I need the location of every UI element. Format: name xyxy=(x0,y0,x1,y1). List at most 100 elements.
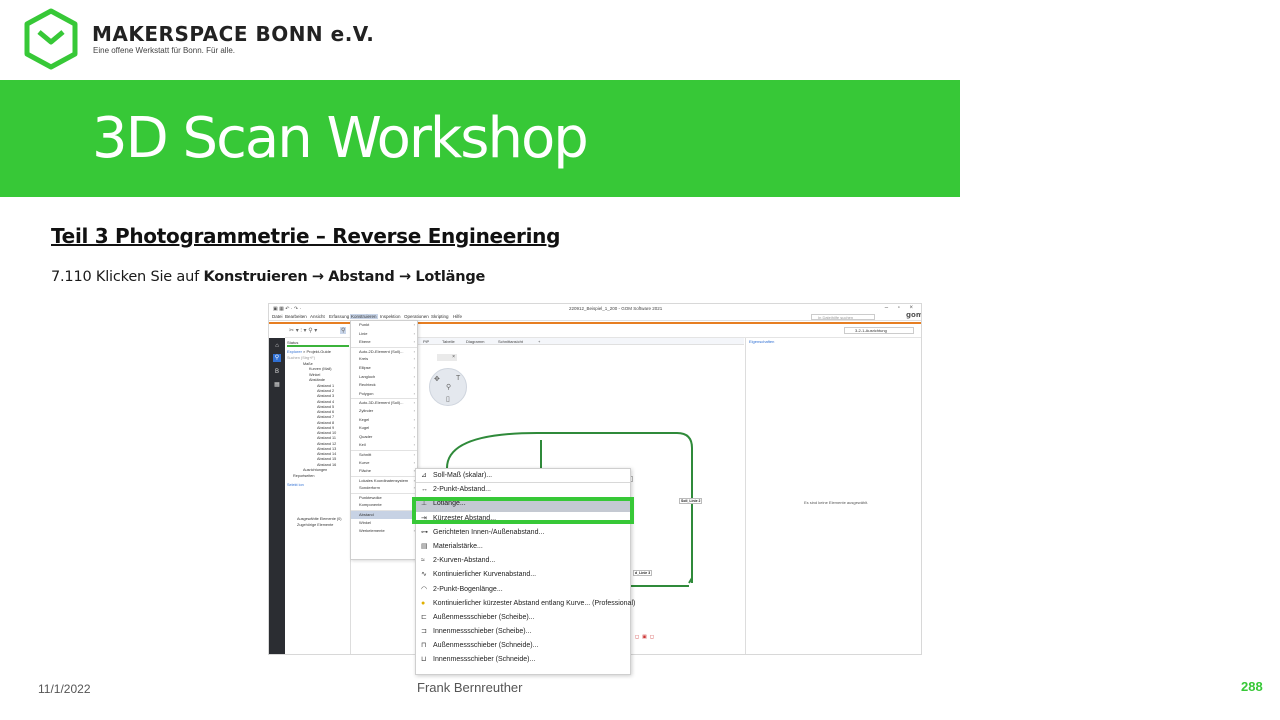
menu-item[interactable]: Kurve xyxy=(351,459,417,468)
search-tool-icon[interactable]: ⚲ xyxy=(340,327,347,334)
submenu-gerichteter-abstand[interactable]: ⊶Gerichteten Innen-/Außenabstand... xyxy=(416,526,630,540)
menu-item[interactable]: Werkelemente xyxy=(351,527,417,536)
alignment-select[interactable]: 3-2-1-Ausrichtung xyxy=(844,327,914,334)
tree-item[interactable]: Abstand 13 xyxy=(317,446,337,451)
view-buttons-icon[interactable]: ◻▣◻ xyxy=(635,634,658,640)
tree-item[interactable]: Abstände xyxy=(309,378,326,383)
menu-datei[interactable]: Datei xyxy=(272,314,283,319)
tree-item[interactable]: Abstand 2 xyxy=(317,389,335,394)
tree-item[interactable]: Abstand 14 xyxy=(317,452,337,457)
menu-item[interactable]: Punktewolke xyxy=(351,492,417,502)
menu-hilfe[interactable]: Hilfe xyxy=(453,314,463,319)
menu-item[interactable]: Kegel xyxy=(351,416,417,425)
tree-item[interactable]: Abstand 8 xyxy=(317,420,335,425)
menu-item-abstand[interactable]: Abstand xyxy=(351,510,417,519)
tree-item[interactable]: Reportseiten xyxy=(293,473,315,478)
tree-item[interactable]: Abstand 15 xyxy=(317,457,337,462)
menu-konstruieren[interactable]: Konstruieren xyxy=(350,314,378,319)
submenu-2-punkt-abstand[interactable]: ↔2-Punkt-Abstand... xyxy=(416,483,630,497)
tree-item[interactable]: Winkel xyxy=(309,372,321,377)
menu-item[interactable]: Kugel xyxy=(351,424,417,433)
tree-item[interactable]: Kurven (Mall) xyxy=(309,367,332,372)
menu-item[interactable]: Zylinder xyxy=(351,407,417,416)
element-label[interactable]: Soll_Linie 2 xyxy=(679,498,703,504)
submenu-materialstaerke[interactable]: ▤Materialstärke... xyxy=(416,540,630,554)
menu-item[interactable]: Kreis xyxy=(351,355,417,364)
menu-item[interactable]: Winkel xyxy=(351,519,417,528)
tab-projekt-guide[interactable]: Projekt-Guide xyxy=(306,349,331,354)
tree-item[interactable]: Maße xyxy=(303,361,313,366)
home-icon[interactable]: ⌂ xyxy=(275,343,279,349)
window-controls-icon[interactable]: – ▫ × xyxy=(884,305,917,311)
menu-operationen[interactable]: Operationen xyxy=(404,314,429,319)
arrow-icon: → xyxy=(398,269,411,285)
tree-item[interactable]: Abstand 10 xyxy=(317,431,337,436)
tree-item[interactable]: Abstand 1 xyxy=(317,383,335,388)
submenu-innenmessschieber-schneide[interactable]: ⊔Innenmessschieber (Schneide)... xyxy=(416,653,630,667)
menu-item[interactable]: Komponente xyxy=(351,501,417,510)
menu-item[interactable]: Linie xyxy=(351,330,417,339)
tree-item[interactable]: Abstand 12 xyxy=(317,441,337,446)
submenu-kontinuierlicher-kurvenabstand[interactable]: ∿Kontinuierlicher Kurvenabstand... xyxy=(416,568,630,582)
related-elements[interactable]: Zugehörige Elemente xyxy=(297,523,334,527)
report-icon[interactable]: B xyxy=(274,369,279,375)
tree-item[interactable]: Abstand 11 xyxy=(317,436,336,441)
menu-item[interactable]: Ellipse xyxy=(351,364,417,373)
selection-filter[interactable]: Selekt ion xyxy=(287,483,304,488)
navigation-cube-icon[interactable]: ✥ ⚲ T ▯ xyxy=(429,368,467,406)
tree-item[interactable]: Abstand 6 xyxy=(317,410,335,415)
add-tab-button[interactable]: + xyxy=(538,339,541,344)
menu-item[interactable]: Lokales Koordinatensystem xyxy=(351,475,417,485)
menu-inspektion[interactable]: Inspektion xyxy=(380,314,401,319)
menu-item[interactable]: Quader xyxy=(351,433,417,442)
tree-item[interactable]: Abstand 7 xyxy=(317,415,335,420)
tree-item[interactable]: Abstand 4 xyxy=(317,399,335,404)
tree-search-input[interactable]: Suchen (Strg+F) xyxy=(287,356,315,360)
selected-elements[interactable]: Ausgewählte Elemente (0) xyxy=(297,517,342,521)
menu-item[interactable]: Fläche xyxy=(351,467,417,476)
submenu-innenmessschieber-scheibe[interactable]: ⊐Innenmessschieber (Scheibe)... xyxy=(416,625,630,639)
tree-item[interactable]: Abstand 5 xyxy=(317,404,335,409)
menu-item[interactable]: Schnitt xyxy=(351,449,417,459)
text-icon[interactable]: T xyxy=(456,375,461,382)
menu-item[interactable]: Rechteck xyxy=(351,381,417,390)
menu-erfassung[interactable]: Erfassung xyxy=(329,314,350,319)
menu-ansicht[interactable]: Ansicht xyxy=(310,314,325,319)
tree-item[interactable]: Abstand 16 xyxy=(317,462,337,467)
tree-item[interactable]: Abstand 9 xyxy=(317,425,335,430)
menu-item[interactable]: Polygon xyxy=(351,390,417,399)
submenu-2-kurven-abstand[interactable]: ≈2-Kurven-Abstand... xyxy=(416,554,630,568)
menu-bearbeiten[interactable]: Bearbeiten xyxy=(285,314,307,319)
menu-item[interactable]: Langloch xyxy=(351,373,417,382)
menu-item[interactable]: Keil xyxy=(351,441,417,450)
grid-icon[interactable]: ▦ xyxy=(274,382,280,388)
element-label[interactable]: d_Linie 3 xyxy=(633,570,653,576)
help-search-input[interactable]: In Dateihilfe suchen xyxy=(811,314,875,320)
move-icon[interactable]: ✥ xyxy=(434,376,440,383)
brand-name: MAKERSPACE BONN e.V. xyxy=(92,22,375,46)
menu-item[interactable]: Ebene xyxy=(351,338,417,347)
menu-skripting[interactable]: Skripting xyxy=(431,314,449,319)
search-icon[interactable]: ⚲ xyxy=(273,354,281,362)
tab-explorer[interactable]: Explorer xyxy=(287,349,302,354)
close-icon[interactable]: × xyxy=(437,354,457,361)
submenu-aussenmessschieber-scheibe[interactable]: ⊏Außenmessschieber (Scheibe)... xyxy=(416,611,630,625)
menu-item[interactable]: Punkt xyxy=(351,321,417,330)
tab-diagramm[interactable]: Diagramm xyxy=(466,339,485,344)
tab-schnittansicht[interactable]: Schnittansicht xyxy=(498,339,523,344)
submenu-aussenmessschieber-schneide[interactable]: ⊓Außenmessschieber (Schneide)... xyxy=(416,639,630,653)
menu-item[interactable]: Auto-2D-Element (Soll)... xyxy=(351,346,417,356)
submenu-kuerzester-abstand[interactable]: ⇥Kürzester Abstand... xyxy=(416,512,630,526)
tree-item[interactable]: Ausrichtungen xyxy=(303,467,328,472)
tab-pip[interactable]: PiP xyxy=(423,339,430,344)
page-icon[interactable]: ▯ xyxy=(446,396,450,403)
menu-item[interactable]: Sonderform xyxy=(351,484,417,493)
tree-item[interactable]: Abstand 3 xyxy=(317,394,335,399)
zoom-icon[interactable]: ⚲ xyxy=(446,384,452,391)
tab-tabelle[interactable]: Tabelle xyxy=(442,339,455,344)
submenu-soll-mass[interactable]: ⊿Soll-Maß (skalar)... xyxy=(416,469,630,484)
tool-icon[interactable]: ✂ ▾ ⫶ ▾ ⚲ ▾ xyxy=(289,328,318,334)
submenu-kontinuierlicher-kuerzester-abstand[interactable]: ●Kontinuierlicher kürzester Abstand entl… xyxy=(416,597,635,611)
submenu-2-punkt-bogenlaenge[interactable]: ◠2-Punkt-Bogenlänge... xyxy=(416,583,630,597)
menu-item[interactable]: Auto-3D-Element (Soll)... xyxy=(351,398,417,408)
